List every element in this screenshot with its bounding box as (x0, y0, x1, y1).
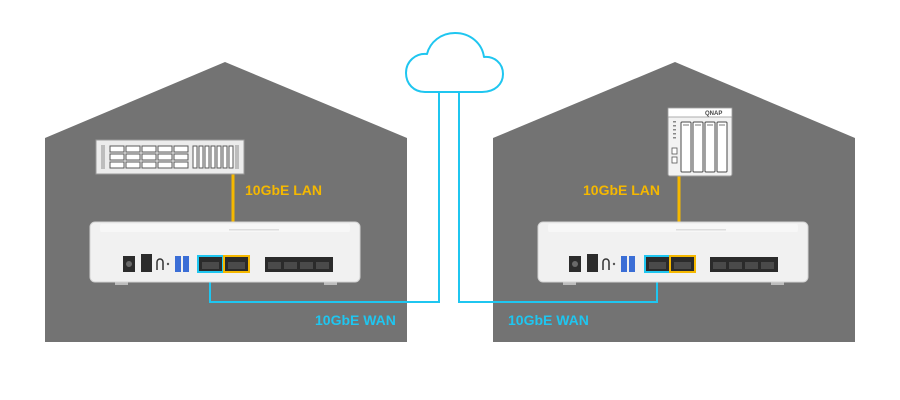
switch-icon (89, 221, 361, 285)
left-house (45, 62, 407, 342)
right-house (493, 62, 855, 342)
wan-label-right: 10GbE WAN (508, 312, 589, 328)
wan-line-right (458, 92, 658, 303)
wan-line (209, 92, 440, 303)
lan-label-left: 10GbE LAN (245, 182, 323, 198)
cloud-icon (405, 32, 504, 93)
nas-brand-logo: QNAP (705, 111, 722, 117)
switch-icon (537, 221, 809, 285)
lan-label-right: 10GbE LAN (583, 182, 661, 198)
rack-server-icon (95, 139, 245, 175)
wan-label-left: 10GbE WAN (315, 312, 396, 328)
nas-icon: QNAP (667, 107, 733, 177)
